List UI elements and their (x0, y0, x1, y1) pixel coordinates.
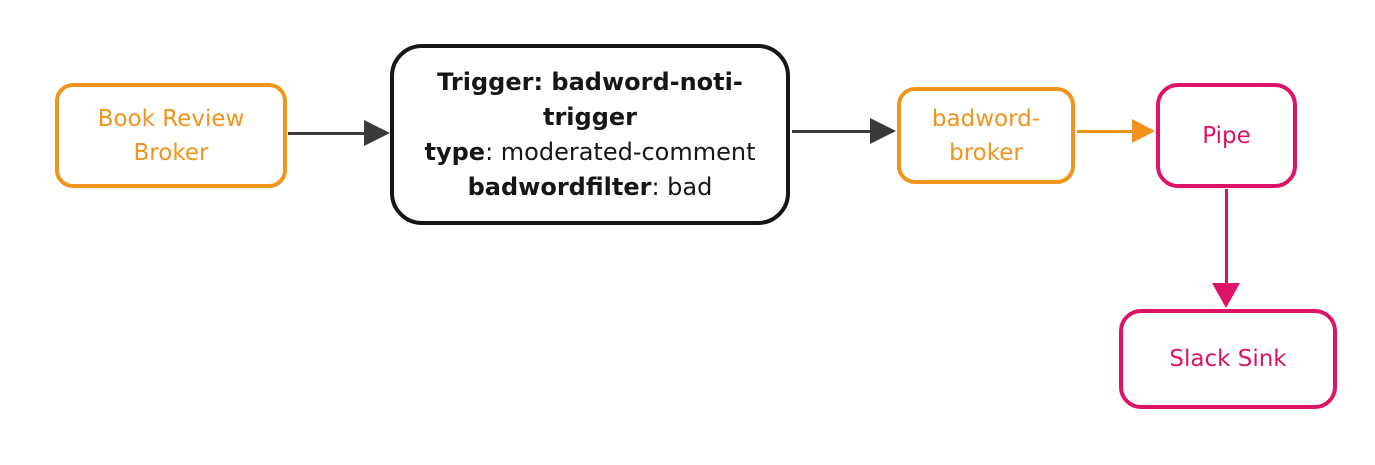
arrowhead-down-icon (1212, 283, 1240, 308)
node-book-review-broker: Book Review Broker (55, 83, 287, 188)
trigger-filter-value: : bad (651, 172, 713, 201)
node-badword-broker: badword- broker (897, 87, 1075, 184)
arrow-badword-broker-to-pipe (1077, 130, 1133, 133)
node-slack-sink: Slack Sink (1119, 309, 1337, 409)
node-book-review-broker-label-line1: Book Review (97, 105, 245, 132)
trigger-type-key: type (424, 137, 486, 166)
node-slack-sink-label: Slack Sink (1169, 346, 1287, 372)
trigger-name-text: Trigger: badword-noti-trigger (437, 67, 743, 131)
arrow-book-review-broker-to-trigger (288, 132, 366, 135)
arrowhead-right-icon (870, 118, 896, 144)
node-badword-broker-label-line1: badword- (931, 105, 1041, 132)
node-book-review-broker-label-line2: Broker (133, 139, 209, 166)
trigger-type-value: : moderated-comment (485, 137, 756, 166)
arrowhead-right-icon (1132, 119, 1155, 143)
trigger-filter-key: badwordfilter (467, 172, 652, 201)
arrow-pipe-to-slack-sink (1225, 189, 1228, 285)
node-pipe-label: Pipe (1202, 122, 1251, 149)
trigger-line2: type: moderated-comment (424, 135, 755, 170)
node-badword-broker-label-line2: broker (949, 139, 1023, 166)
node-trigger-details: Trigger: badword-noti-trigger type: mode… (390, 44, 790, 225)
node-pipe: Pipe (1156, 83, 1297, 188)
arrowhead-right-icon (364, 120, 390, 146)
trigger-line1: Trigger: badword-noti-trigger (394, 65, 786, 135)
arrow-trigger-to-badword-broker (792, 130, 872, 133)
trigger-line3: badwordfilter: bad (468, 170, 713, 205)
